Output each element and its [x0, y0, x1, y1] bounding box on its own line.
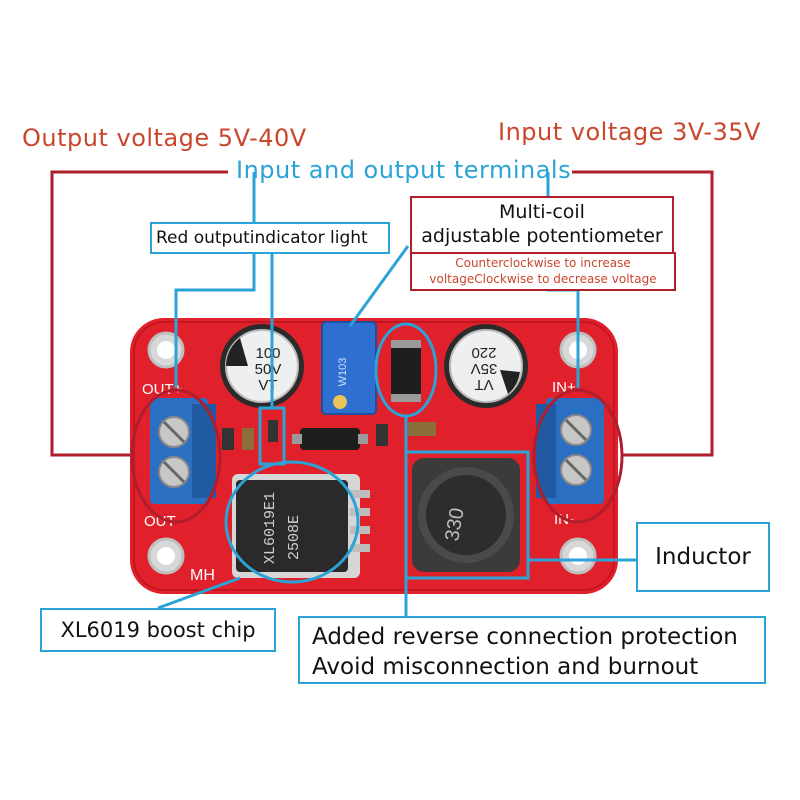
potentiometer-note-line1: Counterclockwise to increase — [455, 256, 631, 270]
inductor-label: Inductor — [636, 522, 770, 592]
boost-chip — [232, 474, 370, 578]
protection-diode — [391, 340, 421, 402]
voltage-leader-lines — [50, 170, 714, 457]
potentiometer-label: Multi-coil adjustable potentiometer — [410, 196, 674, 254]
chip-markings: XL6019E1 2508E — [262, 492, 303, 564]
indicator-light-label: Red outputindicator light — [150, 222, 390, 254]
protection-label-line2: Avoid misconnection and burnout — [312, 654, 699, 680]
potentiometer-note: Counterclockwise to increase voltageCloc… — [410, 252, 676, 291]
cap-right-brand: VT — [474, 376, 493, 393]
cap-left-brand: VT — [258, 377, 277, 394]
pot-marking: W103 — [337, 358, 349, 387]
potentiometer — [321, 321, 377, 415]
silk-mh: MH — [190, 567, 215, 584]
cap-left-voltage: 50V — [255, 361, 282, 378]
potentiometer-label-line1: Multi-coil — [499, 201, 585, 223]
silk-out-plus: OUT+ — [142, 381, 183, 398]
boost-chip-label: XL6019 boost chip — [40, 608, 276, 652]
silk-out-minus: OUT- — [144, 513, 180, 530]
terminals-label: Input and output terminals — [236, 156, 572, 184]
protection-label-line1: Added reverse connection protection — [312, 624, 738, 650]
potentiometer-label-line2: adjustable potentiometer — [421, 225, 663, 247]
cap-left-value: 100 — [255, 345, 280, 362]
cap-right-value: 220 — [471, 344, 496, 361]
output-terminal-block — [150, 398, 216, 504]
output-voltage-label: Output voltage 5V-40V — [22, 124, 307, 152]
cap-right-voltage: 35V — [471, 360, 498, 377]
chip-marking-line1: XL6019E1 — [262, 492, 279, 564]
capacitor-left — [220, 324, 304, 408]
chip-marking-line2: 2508E — [286, 515, 303, 560]
smd-components — [222, 420, 436, 450]
inductor-component — [412, 458, 520, 572]
capacitor-markings: 100 50V VT VT 35V 220 — [255, 344, 498, 394]
input-voltage-label: Input voltage 3V-35V — [498, 118, 761, 146]
protection-label: Added reverse connection protection Avoi… — [298, 616, 766, 684]
input-terminal-block — [536, 398, 604, 504]
potentiometer-note-line2: voltageClockwise to decrease voltage — [429, 272, 657, 286]
capacitor-right — [444, 324, 528, 408]
